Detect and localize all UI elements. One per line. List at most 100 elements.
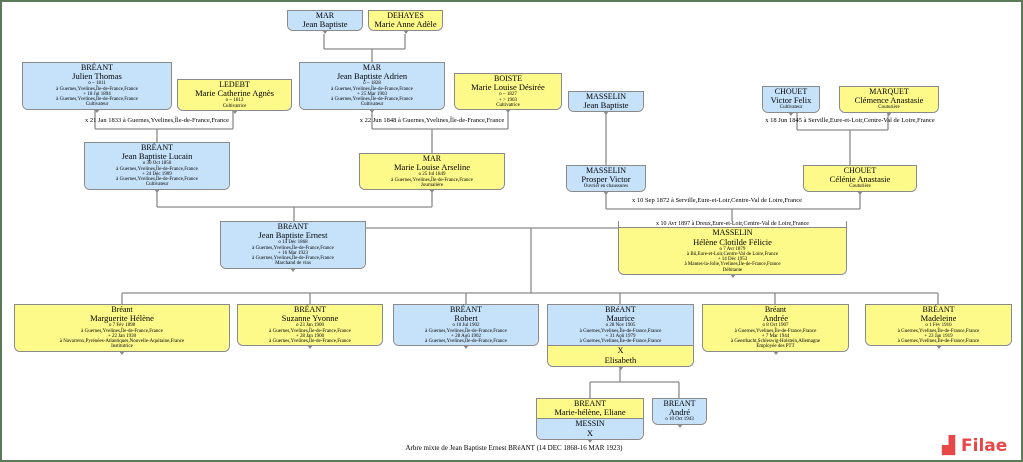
detail-line: o 23 Jan 1900 (296, 323, 324, 329)
marriage-label-m1833: x 21 Jan 1833 à Guernes,Yvelines,Île-de-… (84, 117, 230, 124)
given-name: Maurice (606, 313, 635, 324)
surname: MARQUET (869, 87, 909, 96)
surname: BRéANT (277, 222, 309, 231)
given-name: Marie Louise Arseline (393, 162, 470, 173)
given-name: Suzanne Yvonne (281, 313, 339, 324)
detail-line: + 25 Mar 1903 (357, 91, 387, 97)
detail-line: Cultivateur (145, 182, 169, 188)
detail-line: Marchand de vins (275, 261, 311, 267)
detail-line: à Guernes,Yvelines,Île-de-France,France (331, 97, 413, 103)
surname: BRÉANT (294, 305, 326, 314)
detail-line: + 7 Mar 1944 (761, 333, 790, 339)
given-name: André (668, 407, 691, 418)
detail-line: o ~ 1811 (88, 81, 106, 87)
marriage-label-m1872: x 10 Sep 1872 à Serville,Eure-et-Loir,Ce… (631, 197, 803, 204)
detail-line: Couturière (878, 105, 900, 111)
given-name: Marie Louise Désirée (471, 82, 545, 93)
detail-line: + 22 Jan 1930 (107, 333, 137, 339)
detail-line: Débitante (722, 267, 743, 273)
detail-line: à Guernes,Yvelines,Île-de-France,France (579, 339, 662, 345)
marriage-label-m1845: x 18 Jun 1845 à Serville,Eure-et-Loir,Ce… (765, 117, 935, 124)
detail-line: o 10 Oct 1943 (665, 417, 694, 423)
tree-caption: Arbre mixte de Jean Baptiste Ernest BRéA… (405, 444, 623, 452)
detail-line: + 14 Déc 1953 (717, 257, 748, 263)
given-name: Prosper Victor (581, 174, 631, 185)
detail-line: o ~ 1813 (225, 98, 244, 104)
given-name: Marie Catherine Agnès (195, 88, 274, 99)
surname: BRéANT (605, 305, 636, 314)
detail-line: à Guernes,Yvelines,Île-de-France,France (269, 328, 351, 334)
surname: BREANT (574, 399, 606, 408)
surname: MASSELIN (585, 92, 626, 101)
detail-line: à Guernes,Yvelines,Île-de-France,France (56, 97, 138, 103)
given-name: Jean Baptiste (302, 19, 348, 30)
detail-line: Cultivateur (779, 105, 803, 111)
detail-line: à Guernes,Yvelines,Île-de-France,France (897, 339, 980, 345)
surname: LEDEBT (219, 80, 250, 89)
given-name: Julien Thomas (72, 71, 122, 82)
detail-line: o 30 Oct 1850 (142, 161, 172, 167)
surname: BRÉANT (81, 63, 113, 72)
detail-line: + 28 Jan 1900 (295, 333, 325, 339)
filae-logo[interactable]: ▟ Filae (942, 436, 1008, 456)
detail-line: Couturière (849, 184, 871, 190)
detail-line: à Guernes,Yvelines,Île-de-France,France (81, 328, 163, 334)
given-name: Célénie Anastasie (829, 174, 891, 185)
detail-line: à Mantes-la-Jolie,Yvelines,Île-de-France… (684, 262, 781, 268)
surname: DEHAYES (387, 11, 424, 20)
given-name: Marie-hélène, Eliane (554, 407, 626, 418)
marriage-label-m1848: x 22 Jun 1848 à Guernes,Yvelines,Île-de-… (359, 117, 505, 124)
detail-line: à Guernes,Yvelines,Île-de-France,France (269, 339, 351, 345)
person-box-masselin-helene[interactable]: x 10 Avr 1897 à Dreux,Eure-et-Loir,Centr… (618, 221, 847, 278)
spouse-given-name: Elisabeth (604, 354, 637, 365)
detail-line: o 7 Fév 1898 (108, 323, 136, 329)
detail-line: + 31 Aoû 1979 (605, 333, 636, 339)
detail-line: + 23 Jan 1919 (924, 333, 953, 339)
surname: MASSELIN (712, 228, 753, 238)
detail-line: Employée des PTT (756, 344, 795, 350)
detail-line: o 8 Oct 1907 (762, 323, 789, 329)
surname: BREANT (663, 399, 696, 408)
given-name: Robert (454, 313, 478, 324)
surname: BRÉANT (141, 143, 173, 152)
surname: CHOUET (774, 87, 808, 96)
surname: Bréant (764, 305, 787, 314)
detail-line: + 24 Déc 1909 (142, 171, 172, 177)
detail-line: Cultivatrice (496, 102, 520, 108)
surname: MAR (422, 154, 442, 163)
detail-line: o 10 Jul 1902 (452, 323, 480, 329)
spouse-surname: X (617, 346, 624, 356)
